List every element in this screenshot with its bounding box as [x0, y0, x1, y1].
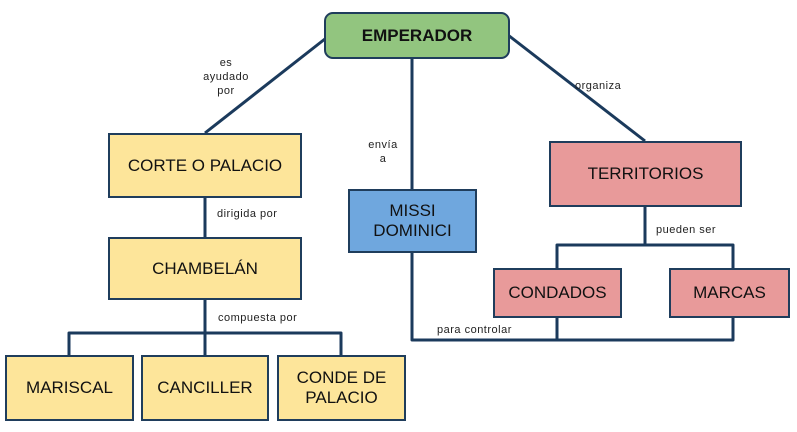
node-condados: CONDADOS	[493, 268, 622, 318]
node-canciller: CANCILLER	[141, 355, 269, 421]
node-canciller-label: CANCILLER	[157, 378, 253, 397]
node-conde-label: CONDE DE PALACIO	[296, 368, 387, 407]
label-a: a	[379, 153, 387, 165]
node-territorios-label: TERRITORIOS	[587, 164, 704, 183]
node-missi-dominici: MISSI DOMINICI	[348, 189, 477, 253]
node-territorios: TERRITORIOS	[549, 141, 742, 207]
label-compuesta-por: compuesta por	[218, 312, 298, 324]
node-emperador: EMPERADOR	[324, 12, 510, 59]
label-es-ayudado-por: es ayudado por	[196, 56, 256, 98]
label-para-controlar: para controlar	[437, 324, 512, 336]
link-para-controlar	[410, 252, 735, 342]
label-ayudado: ayudado	[203, 71, 249, 83]
label-pueden-ser: pueden ser	[656, 224, 717, 236]
label-dirigida-por: dirigida por	[217, 208, 278, 220]
node-corte: CORTE O PALACIO	[108, 133, 302, 198]
node-corte-label: CORTE O PALACIO	[127, 155, 283, 175]
node-conde-de-palacio: CONDE DE PALACIO	[277, 355, 406, 421]
node-marcas-label: MARCAS	[693, 283, 766, 302]
label-es: es	[219, 57, 233, 69]
node-emperador-label: EMPERADOR	[361, 25, 473, 45]
link-emperador-territorios	[507, 33, 646, 143]
label-por: por	[217, 85, 235, 97]
label-organiza: organiza	[575, 80, 622, 92]
link-bracket-territorios	[555, 243, 735, 268]
label-envia: envía	[368, 139, 398, 151]
node-chambelan: CHAMBELÁN	[108, 237, 302, 300]
node-missi-label: MISSI DOMINICI	[373, 201, 452, 240]
node-marcas: MARCAS	[669, 268, 790, 318]
node-mariscal-label: MARISCAL	[26, 378, 113, 397]
link-emperador-corte	[204, 33, 331, 135]
node-chambelan-label: CHAMBELÁN	[152, 258, 258, 278]
node-mariscal: MARISCAL	[5, 355, 134, 421]
label-envia-a: envía a	[358, 138, 408, 166]
node-condados-label: CONDADOS	[508, 283, 607, 302]
